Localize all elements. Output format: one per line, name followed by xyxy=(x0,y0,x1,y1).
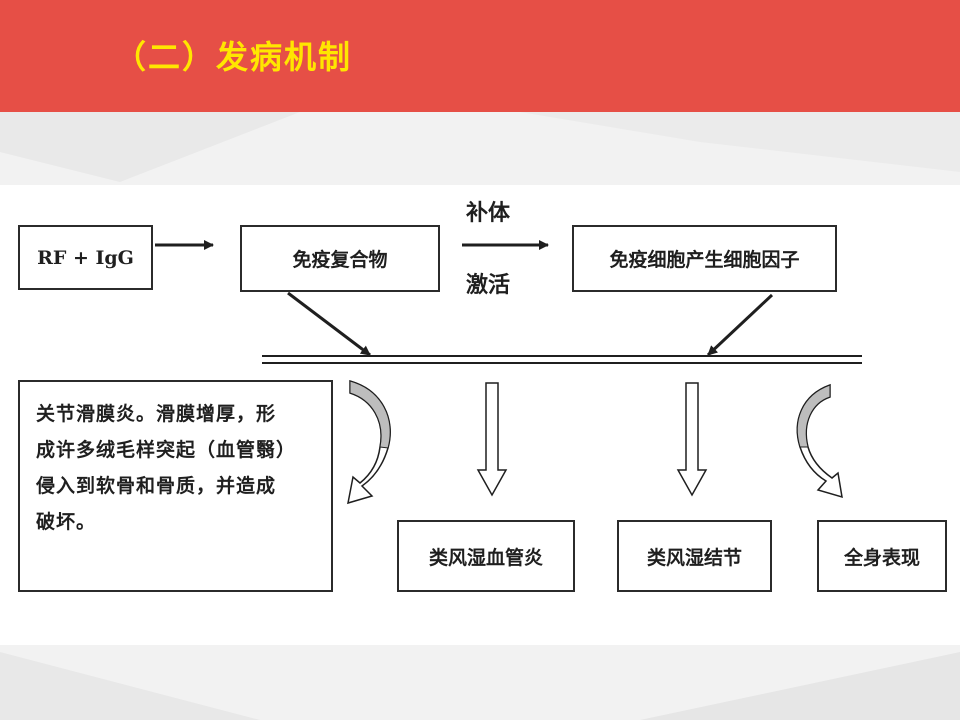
hollow-arrow-nodules xyxy=(676,382,708,497)
systemic-box: 全身表现 xyxy=(817,520,947,592)
diagram-arrows xyxy=(155,240,862,505)
curved-arrow-right-shade xyxy=(796,384,831,448)
pathogenesis-diagram: RF + IgG 免疫复合物 补体 激活 免疫细胞产生细胞因子 关节滑膜炎。滑膜… xyxy=(0,185,960,645)
synovitis-description-box: 关节滑膜炎。滑膜增厚，形 成许多绒毛样突起（血管翳） 侵入到软骨和骨质，并造成 … xyxy=(18,380,333,592)
description-line: 关节滑膜炎。滑膜增厚，形 xyxy=(36,403,277,425)
nodules-box: 类风湿结节 xyxy=(617,520,772,592)
complement-label-bottom: 激活 xyxy=(466,272,511,298)
immune-complex-box: 免疫复合物 xyxy=(240,225,440,292)
rf-igg-box: RF + IgG xyxy=(18,225,153,290)
immune-complex-label: 免疫复合物 xyxy=(292,249,388,271)
nodules-label: 类风湿结节 xyxy=(646,546,742,569)
title-banner: （二）发病机制 xyxy=(0,0,960,112)
vasculitis-box: 类风湿血管炎 xyxy=(397,520,575,592)
systemic-label: 全身表现 xyxy=(843,546,920,569)
cytokines-label: 免疫细胞产生细胞因子 xyxy=(609,249,800,271)
cytokines-box: 免疫细胞产生细胞因子 xyxy=(572,225,837,292)
description-line: 侵入到软骨和骨质，并造成 xyxy=(36,475,277,497)
description-line: 成许多绒毛样突起（血管翳） xyxy=(36,439,297,461)
curved-arrow-left-shade xyxy=(349,380,391,449)
description-line: 破坏。 xyxy=(36,511,97,533)
complement-label-top: 补体 xyxy=(466,200,511,226)
arrow-cytokines-to-line xyxy=(706,293,774,357)
slide-title: （二）发病机制 xyxy=(114,38,353,76)
vasculitis-label: 类风湿血管炎 xyxy=(428,546,543,569)
rf-igg-label: RF + IgG xyxy=(37,246,134,269)
background-decoration xyxy=(0,112,960,720)
hollow-arrow-vasculitis xyxy=(476,382,508,497)
arrow-complex-to-line xyxy=(287,291,371,357)
